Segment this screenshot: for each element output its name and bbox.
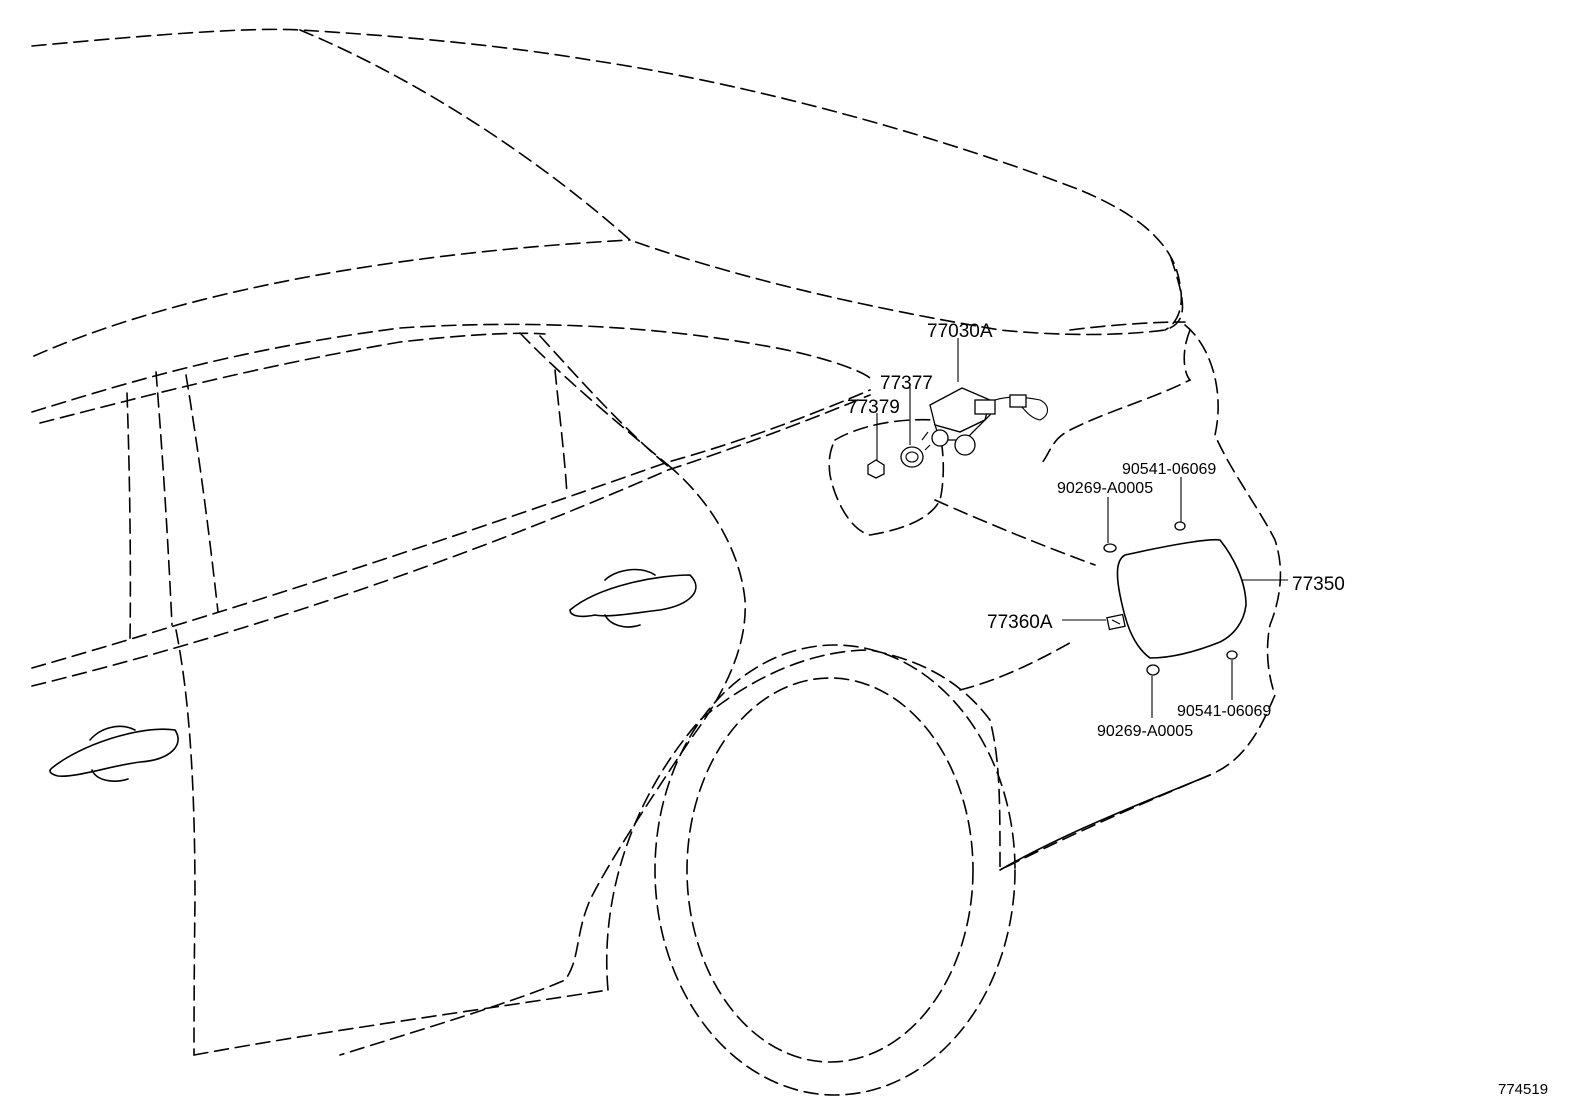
bumper-77379 xyxy=(867,459,885,479)
car-body-outline xyxy=(31,28,1282,1096)
label-77360A: 77360A xyxy=(987,612,1053,633)
screw-lower-right xyxy=(1226,650,1238,660)
label-90269-A0005-lower: 90269-A0005 xyxy=(1097,723,1193,740)
label-77350: 77350 xyxy=(1292,574,1345,595)
rear-door-handle xyxy=(569,568,697,628)
sill-line xyxy=(999,774,1211,871)
bumper-77377 xyxy=(900,446,924,468)
label-77379: 77379 xyxy=(847,397,900,418)
front-door-handle xyxy=(49,725,179,782)
fuel-lid-lock-actuator xyxy=(921,387,1049,456)
clip-lower xyxy=(1146,664,1160,676)
diagram-code: 774519 xyxy=(1498,1081,1548,1098)
label-90541-06069-upper: 90541-06069 xyxy=(1122,461,1216,478)
fuel-lid-panel xyxy=(1116,538,1247,659)
leader-lines xyxy=(876,338,1288,718)
clip-upper-left xyxy=(1103,543,1117,553)
screw-upper-right xyxy=(1174,521,1186,531)
label-77030A: 77030A xyxy=(927,321,993,342)
hinge-77360A xyxy=(1106,613,1126,631)
label-90541-06069-lower: 90541-06069 xyxy=(1177,703,1271,720)
label-77377: 77377 xyxy=(880,373,933,394)
label-90269-A0005-upper: 90269-A0005 xyxy=(1057,480,1153,497)
